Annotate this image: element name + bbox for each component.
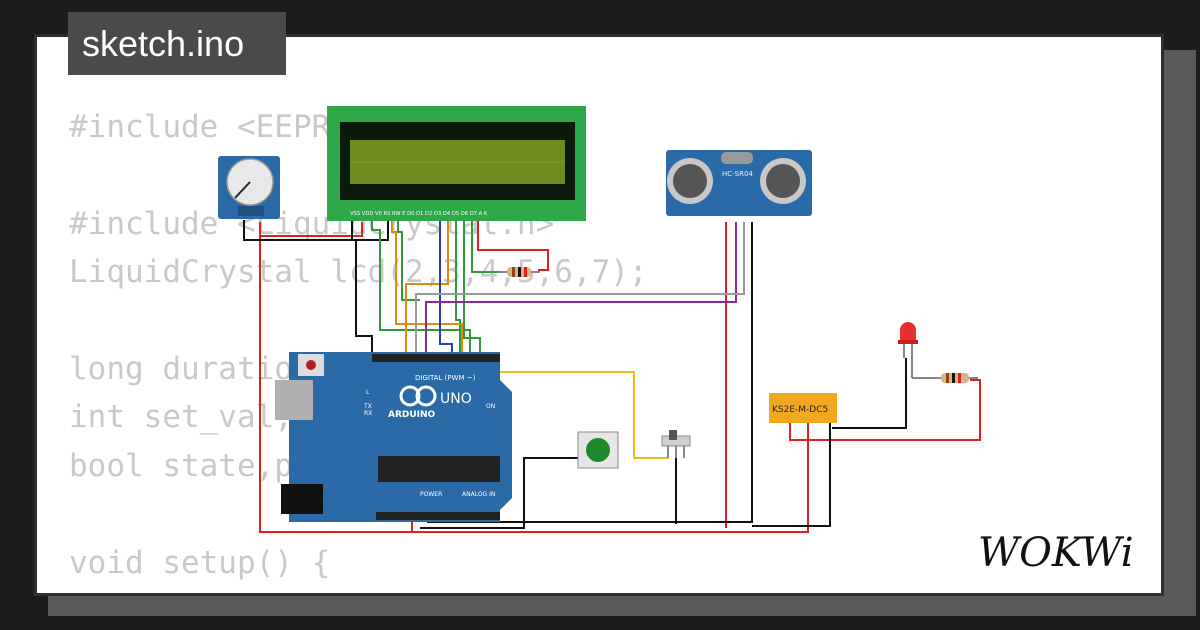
wokwi-logo-text: WOKWi xyxy=(978,530,1134,576)
analog-label: ANALOG IN xyxy=(462,491,495,498)
infinity-logo-icon xyxy=(399,385,421,407)
wire-black-btn xyxy=(420,457,578,529)
ultrasonic-label: HC-SR04 xyxy=(722,170,753,178)
lcd-display[interactable]: VSS VDD V0 RS RW E D0 D1 D2 D3 D4 D5 D6 … xyxy=(327,106,586,221)
push-button[interactable] xyxy=(577,431,619,469)
wire-green-d7 xyxy=(463,218,481,356)
wire-red-relay xyxy=(412,420,809,533)
relay-module[interactable]: KS2E-M-DC5 xyxy=(769,393,837,423)
digital-label: DIGITAL (PWM ~) xyxy=(415,374,476,382)
l-label: L xyxy=(366,389,370,396)
code-line-4: LiquidCrystal lcd(2,3,4,5,6,7); xyxy=(69,254,648,291)
tx-label: TX xyxy=(363,403,372,410)
wire-green-e xyxy=(397,218,420,301)
code-line-8: bool state,p xyxy=(69,447,293,484)
wire-orange-rs xyxy=(391,218,463,356)
wire-black-rw xyxy=(356,218,389,241)
wire-purple-echo xyxy=(425,222,737,356)
wire-gray-trig xyxy=(415,222,745,356)
code-line-10: void setup() { xyxy=(69,544,331,581)
potentiometer[interactable] xyxy=(218,156,280,219)
arduino-model: UNO xyxy=(440,391,472,407)
arduino-uno[interactable]: DIGITAL (PWM ~) ARDUINO UNO POWER ANALOG… xyxy=(275,352,512,522)
wire-green-d6 xyxy=(455,218,461,356)
rx-label: RX xyxy=(364,410,372,417)
arduino-brand: ARDUINO xyxy=(388,410,436,420)
resistor-led[interactable] xyxy=(930,373,978,383)
resistor-lcd[interactable] xyxy=(498,267,540,277)
wires xyxy=(243,218,981,533)
wire-red-5v xyxy=(259,222,413,533)
wokwi-logo: WOKWi xyxy=(978,530,1134,576)
wire-red-anode xyxy=(477,218,549,271)
wire-green-k xyxy=(471,218,500,273)
red-led[interactable] xyxy=(898,322,932,379)
relay-label: KS2E-M-DC5 xyxy=(772,405,828,415)
slide-switch[interactable] xyxy=(661,430,691,458)
wire-orange-d5 xyxy=(405,218,449,356)
wire-red-vdd xyxy=(260,222,363,237)
lcd-pin-labels: VSS VDD V0 RS RW E D0 D1 D2 D3 D4 D5 D6 … xyxy=(350,211,488,217)
wire-green-v0 xyxy=(371,218,471,356)
on-label: ON xyxy=(486,403,495,410)
wire-black-relay2 xyxy=(752,422,831,527)
sketch-tab[interactable]: sketch.ino xyxy=(68,12,286,75)
ultrasonic-sensor[interactable]: HC-SR04 xyxy=(666,150,812,216)
power-label: POWER xyxy=(420,491,442,498)
code-line-7: int set_val, xyxy=(69,399,293,436)
wire-black-relay xyxy=(832,358,907,429)
wire-red-led xyxy=(789,379,981,441)
wire-blue-d4 xyxy=(439,218,453,356)
wire-black-pot xyxy=(243,220,373,356)
